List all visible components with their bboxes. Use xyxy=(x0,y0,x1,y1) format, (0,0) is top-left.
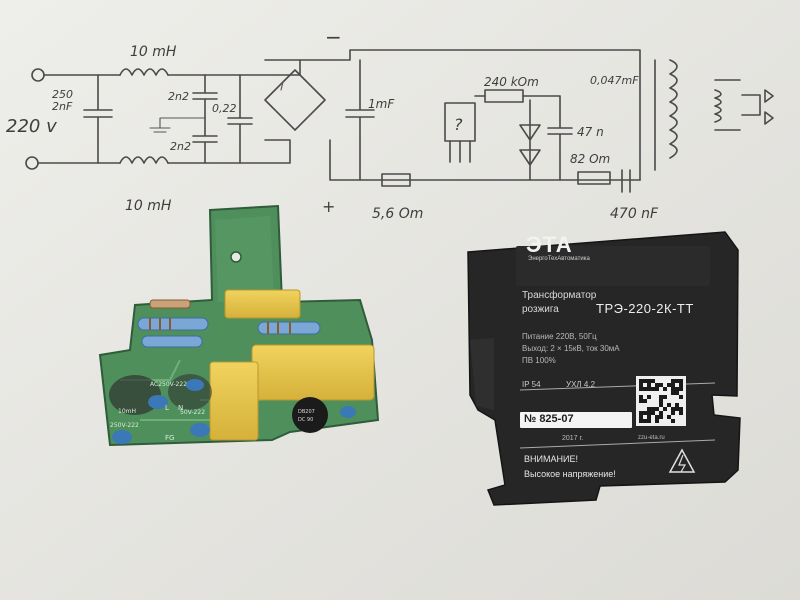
bridge-rectifier-component xyxy=(292,397,328,433)
warning-title: ВНИМАНИЕ! xyxy=(524,454,578,464)
label-cap-a: 2n2 xyxy=(168,90,189,103)
warning-triangle-icon xyxy=(668,448,696,473)
label-input-voltage: 220 v xyxy=(6,116,57,137)
label-cap-mid: 47 n xyxy=(577,125,604,139)
lightning-icon xyxy=(678,454,687,473)
manufacture-year: 2017 г. xyxy=(562,435,584,442)
silk-10mh: 10mH xyxy=(118,408,136,415)
bridge-rectifier xyxy=(264,69,326,131)
resistor-5-6 xyxy=(381,173,411,187)
label-cap-out: 470 nF xyxy=(610,206,659,222)
x2-capacitor-vertical xyxy=(209,361,259,441)
label-r-feed: 240 kOm xyxy=(484,75,539,89)
brand-subtitle: ЭнергоТехАвтоматика xyxy=(528,256,590,262)
silk-n: N xyxy=(178,404,183,412)
label-inductor-bottom: 10 mH xyxy=(125,198,172,214)
ceramic-cap-4 xyxy=(186,379,204,391)
capacitor-470n xyxy=(621,169,631,193)
ground-symbol xyxy=(149,117,206,133)
silk-bridge: DB207 xyxy=(298,409,315,415)
diode-pair xyxy=(519,99,541,181)
warning-text: Высокое напряжение! xyxy=(524,469,616,479)
label-unknown-device: ? xyxy=(454,115,463,134)
inductor-top xyxy=(119,68,169,76)
input-capacitor xyxy=(83,74,113,164)
label-cap-c: 0,22 xyxy=(212,102,237,115)
product-model: ТРЭ-220-2К-ТТ xyxy=(596,301,694,316)
ceramic-cap-1 xyxy=(112,430,132,444)
ip-rating: IP 54 xyxy=(522,380,541,389)
product-line-2: розжига xyxy=(522,304,559,315)
silk-l: L xyxy=(165,404,169,412)
spec-power: Питание 220В, 50Гц xyxy=(522,332,597,341)
silk-cap-1: AC250V-222 xyxy=(150,381,187,388)
inductor-2 xyxy=(168,374,212,410)
transformer-primary xyxy=(669,59,678,159)
resistor-82 xyxy=(577,171,611,185)
label-cap-b: 2n2 xyxy=(170,140,191,153)
mounting-hole xyxy=(230,251,242,263)
product-line-1: Трансформатор xyxy=(522,290,597,301)
spec-duty: ПВ 100% xyxy=(522,356,556,365)
climate-rating: УХЛ 4.2 xyxy=(566,380,596,389)
label-plate: ЭТА ЭнергоТехАвтоматика Трансформатор ро… xyxy=(500,228,728,503)
resistor-small xyxy=(149,299,191,309)
label-plus: + xyxy=(322,197,335,216)
label-plate-backing xyxy=(467,231,741,506)
label-inductor-top: 10 mH xyxy=(130,44,177,60)
silk-bridge-2: DC 90 xyxy=(298,417,313,423)
website: zzu-eta.ru xyxy=(638,435,665,441)
ceramic-cap-2 xyxy=(148,395,168,409)
pcb-board: AC250V-222 250V-222 50V-222 DB207 DC 90 … xyxy=(98,204,380,447)
silk-cap-2: 250V-222 xyxy=(110,422,139,429)
brand-band xyxy=(516,246,710,286)
output-coil-symbol xyxy=(714,79,761,131)
ceramic-cap-5 xyxy=(340,406,356,418)
label-cap-out-top: 0,047mF xyxy=(590,74,639,87)
qr-code-icon xyxy=(636,376,686,426)
resistor-2 xyxy=(141,335,203,348)
label-bulk-cap: 1mF xyxy=(368,97,395,111)
label-r-series: 5,6 Om xyxy=(372,206,423,222)
brand-name: ЭТА xyxy=(526,232,573,257)
spec-output: Выход: 2 × 15кВ, ток 30мА xyxy=(522,344,620,353)
x2-capacitor-top xyxy=(224,289,301,319)
x2-capacitor-large xyxy=(251,344,375,401)
inductor-bottom xyxy=(119,156,169,164)
silk-cap-3: 50V-222 xyxy=(180,409,205,416)
ceramic-cap-3 xyxy=(190,423,210,437)
serial-box xyxy=(520,412,632,428)
inductor-1 xyxy=(109,375,161,415)
label-minus: − xyxy=(325,25,342,49)
label-r-mid: 82 Om xyxy=(570,152,610,166)
resistor-1 xyxy=(137,317,209,331)
silk-fg: FG xyxy=(165,434,174,442)
serial-number: № 825-07 xyxy=(524,413,574,425)
